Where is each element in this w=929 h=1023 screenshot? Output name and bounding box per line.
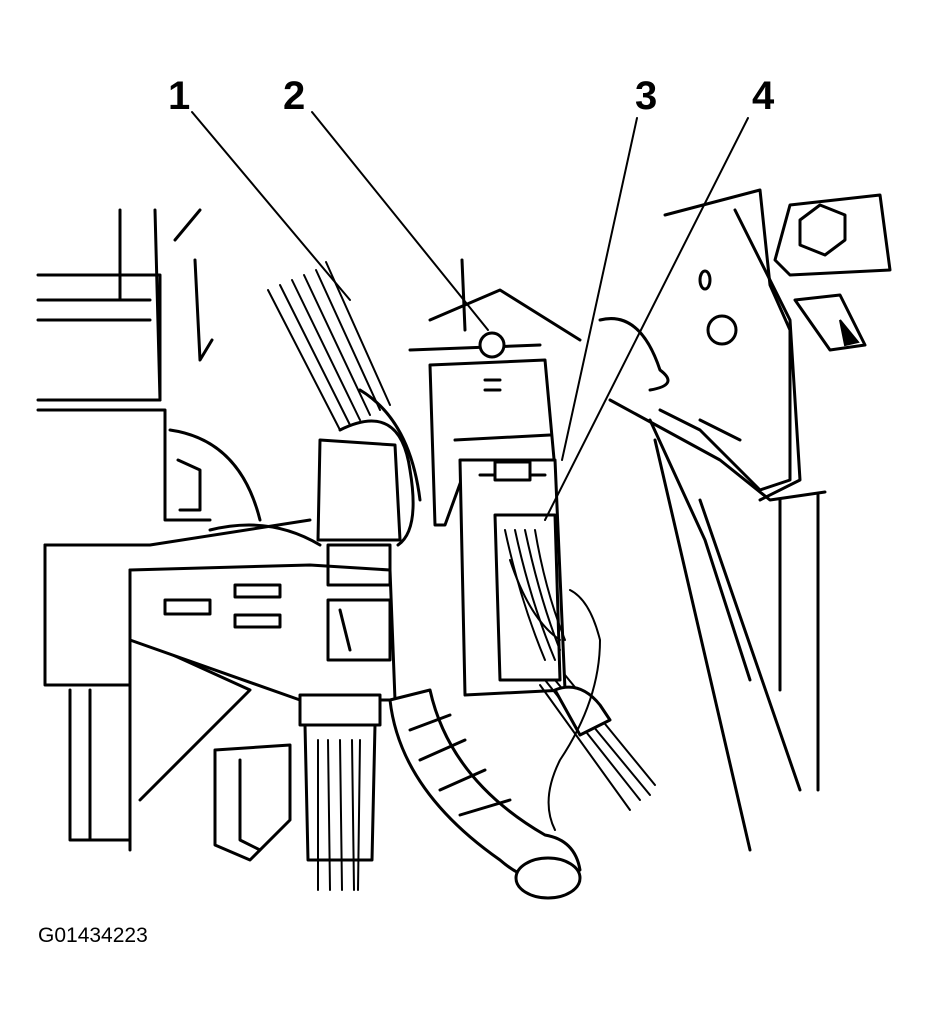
callout-4: 4 (752, 74, 775, 118)
callout-1: 1 (168, 74, 191, 118)
junction-block (128, 438, 402, 702)
callout-2: 2 (283, 74, 306, 118)
figure-id: G01434223 (38, 924, 148, 947)
left-panel-structure (36, 208, 312, 852)
leader-lines (191, 111, 749, 521)
wire-bundle-1 (267, 261, 422, 547)
mounting-bracket (408, 258, 582, 527)
wiring-harness (208, 523, 582, 900)
module-connector (493, 513, 656, 831)
lower-connector (213, 693, 382, 891)
callout-3: 3 (635, 74, 658, 118)
right-structure (598, 188, 892, 852)
